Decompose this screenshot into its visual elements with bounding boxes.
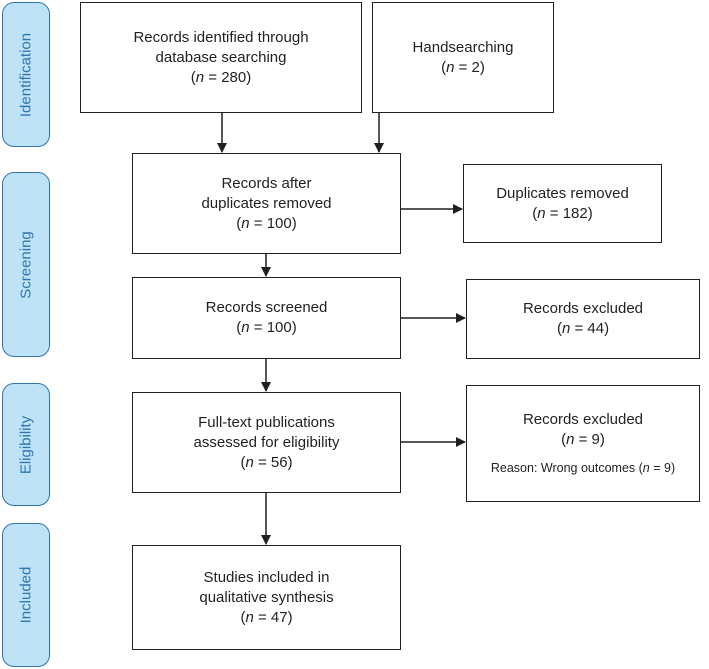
box-included: Studies included in qualitative synthesi… [132, 545, 401, 650]
included-line-1: Studies included in [203, 568, 330, 586]
included-count: (n = 47) [240, 608, 293, 626]
phase-identification: Identification [2, 2, 50, 147]
full-text-line-1: Full-text publications [198, 413, 335, 431]
excluded-screening-count: (n = 44) [556, 320, 610, 337]
database-search-count: (n = 280) [190, 68, 252, 86]
phase-screening: Screening [2, 172, 50, 357]
duplicates-removed-count: (n = 182) [532, 204, 593, 222]
box-screened: Records screened (n = 100) [132, 277, 401, 359]
phase-eligibility-label: Eligibility [17, 415, 35, 474]
excluded-eligibility-line-1: Records excluded [522, 410, 644, 428]
database-search-line-2: database searching [155, 48, 287, 66]
phase-included-label: Included [17, 566, 35, 624]
excluded-screening-line-1: Records excluded [522, 300, 644, 317]
database-search-line-1: Records identified through [133, 28, 309, 46]
box-full-text: Full-text publications assessed for elig… [132, 392, 401, 493]
phase-screening-label: Screening [17, 230, 35, 299]
after-duplicates-line-2: duplicates removed [201, 194, 332, 212]
phase-included: Included [2, 523, 50, 667]
box-excluded-eligibility: Records excluded (n = 9) Reason: Wrong o… [466, 385, 700, 502]
full-text-line-2: assessed for eligibility [193, 433, 340, 451]
box-excluded-screening: Records excluded (n = 44) [466, 279, 700, 359]
handsearching-line-1: Handsearching [412, 38, 514, 56]
handsearching-count: (n = 2) [441, 58, 485, 76]
box-duplicates-removed: Duplicates removed (n = 182) [463, 164, 662, 243]
screened-count: (n = 100) [236, 319, 297, 336]
screened-line-1: Records screened [205, 299, 328, 316]
after-duplicates-line-1: Records after [221, 174, 312, 192]
phase-identification-label: Identification [17, 32, 35, 117]
after-duplicates-count: (n = 100) [236, 214, 297, 232]
included-line-2: qualitative synthesis [199, 588, 334, 606]
phase-eligibility: Eligibility [2, 383, 50, 506]
full-text-count: (n = 56) [240, 453, 293, 471]
box-database-search: Records identified through database sear… [80, 2, 362, 113]
box-after-duplicates: Records after duplicates removed (n = 10… [132, 153, 401, 254]
excluded-eligibility-count: (n = 9) [561, 430, 605, 448]
box-handsearching: Handsearching (n = 2) [372, 2, 554, 113]
duplicates-removed-line-1: Duplicates removed [496, 184, 629, 202]
excluded-eligibility-reason: Reason: Wrong outcomes (n = 9) [490, 460, 676, 475]
